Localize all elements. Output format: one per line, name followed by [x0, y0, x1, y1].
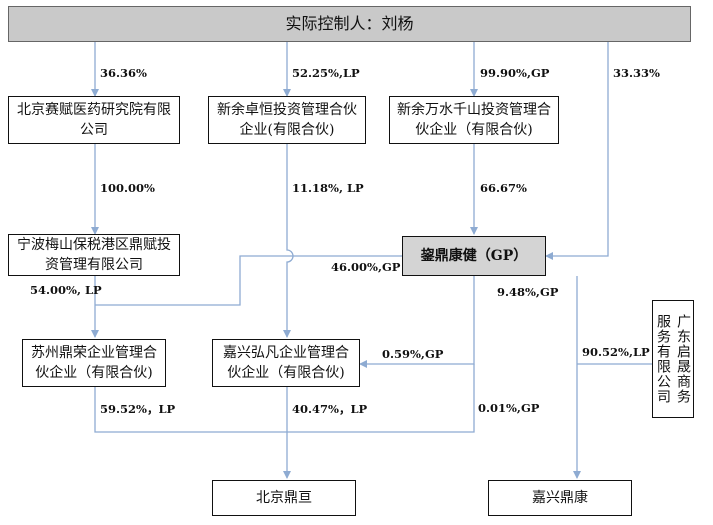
dingkang-label: 嘉兴鼎康: [532, 490, 588, 506]
edge-label-46-gp: 46.00%,GP: [331, 260, 401, 274]
edge-label-9-48-gp: 9.48%,GP: [497, 285, 559, 299]
edge-label-54-lp: 54.00%, LP: [30, 283, 102, 297]
edge-label-59-52-lp: 59.52%，LP: [100, 402, 176, 416]
dingkang-box: 嘉兴鼎康: [488, 480, 632, 516]
dingkangjian-gp-box: 鋆鼎康健（GP）: [402, 236, 546, 276]
dingfu-investment-box: 宁波梅山保税港区鼎赋投资管理有限公司: [8, 234, 180, 276]
wanshui-partnership-label: 新余万水千山投资管理合伙企业（有限合伙): [397, 102, 551, 138]
edge-label-11-18-lp: 11.18%, LP: [292, 181, 364, 195]
wanshui-partnership-box: 新余万水千山投资管理合伙企业（有限合伙): [389, 96, 559, 144]
zhuoheng-partnership-label: 新余卓恒投资管理合伙企业(有限合伙): [217, 102, 357, 138]
dingkangjian-gp-label: 鋆鼎康健（GP）: [420, 248, 528, 264]
saifu-institute-label: 北京赛赋医药研究院有限公司: [17, 102, 171, 138]
zhuoheng-partnership-box: 新余卓恒投资管理合伙企业(有限合伙): [208, 96, 366, 144]
dingrong-partnership-box: 苏州鼎荣企业管理合伙企业（有限合伙): [22, 339, 166, 387]
dingheng-box: 北京鼎亘: [212, 480, 356, 516]
hongfan-partnership-label: 嘉兴弘凡企业管理合伙企业（有限合伙): [223, 345, 349, 381]
actual-controller-label: 实际控制人：刘杨: [285, 14, 414, 33]
qisheng-company-box: 广东启晟商务服务有限公司: [652, 300, 694, 418]
edge-dingrong-dingheng: [94, 364, 475, 433]
dingfu-investment-label: 宁波梅山保税港区鼎赋投资管理有限公司: [17, 237, 171, 273]
edge-controller-dingkangjian: [545, 42, 609, 260]
saifu-institute-box: 北京赛赋医药研究院有限公司: [8, 96, 180, 144]
edge-label-100: 100.00%: [100, 181, 155, 195]
dingrong-partnership-label: 苏州鼎荣企业管理合伙企业（有限合伙): [31, 345, 157, 381]
actual-controller-box: 实际控制人：刘杨: [8, 6, 691, 42]
edge-label-36-36: 36.36%: [100, 66, 147, 80]
qisheng-company-label: 广东启晟商务服务有限公司: [655, 314, 691, 404]
edge-label-0-59-gp: 0.59%,GP: [382, 347, 444, 361]
edge-zhuoheng-hongfan: [283, 143, 294, 338]
edge-label-0-01-gp: 0.01%,GP: [478, 401, 540, 415]
hongfan-partnership-box: 嘉兴弘凡企业管理合伙企业（有限合伙): [212, 339, 360, 387]
edge-label-33-33: 33.33%: [613, 66, 660, 80]
edge-label-99-90-gp: 99.90%,GP: [480, 66, 550, 80]
edge-label-90-52-lp: 90.52%,LP: [582, 345, 650, 359]
edge-label-66-67: 66.67%: [480, 181, 527, 195]
edge-label-40-47-lp: 40.47%，LP: [292, 402, 368, 416]
edge-dingkangjian-dingrong: [95, 255, 402, 306]
edge-label-52-25-lp: 52.25%,LP: [292, 66, 360, 80]
dingheng-label: 北京鼎亘: [256, 490, 312, 506]
